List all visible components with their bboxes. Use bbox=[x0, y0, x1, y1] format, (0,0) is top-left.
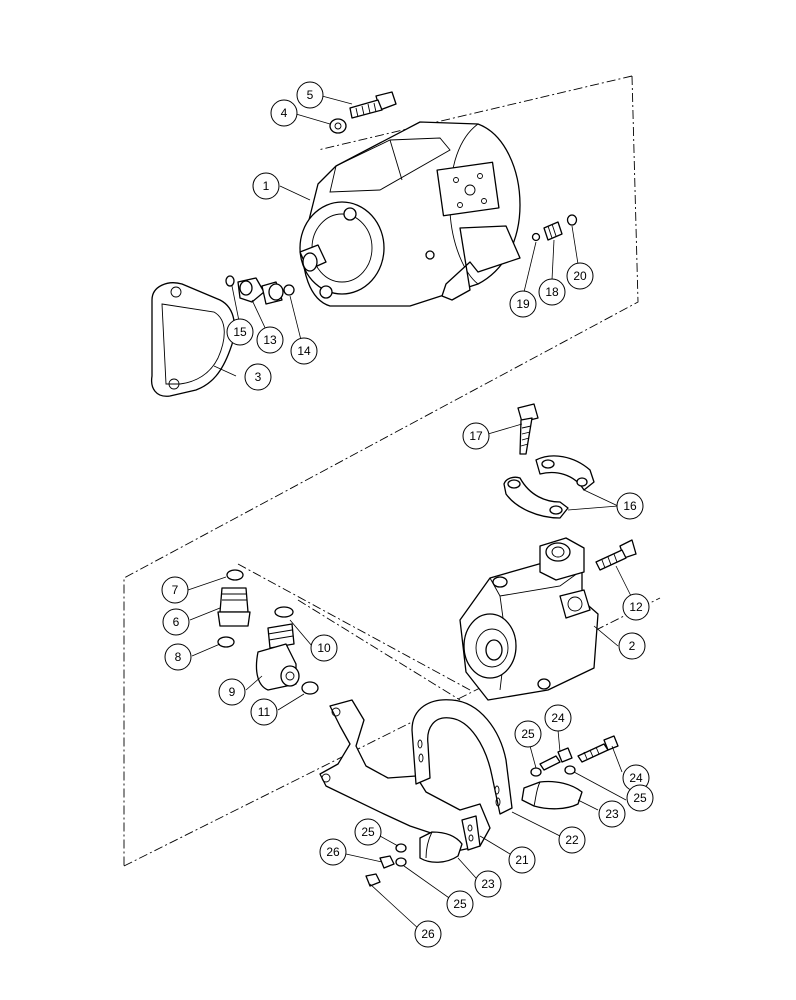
callout-3: 3 bbox=[244, 363, 272, 391]
callout-23-lower: 23 bbox=[474, 870, 502, 898]
callout-number: 25 bbox=[453, 897, 467, 911]
callout-1: 1 bbox=[252, 172, 280, 200]
callout-24-right: 24 bbox=[622, 764, 650, 792]
strap-upper bbox=[521, 780, 583, 810]
clamp-bolt bbox=[517, 403, 539, 455]
callout-25-lower-bottom: 25 bbox=[446, 890, 474, 918]
callout-number: 23 bbox=[481, 877, 495, 891]
callout-number: 4 bbox=[281, 106, 288, 120]
callout-number: 17 bbox=[469, 429, 483, 443]
callout-number: 14 bbox=[297, 344, 311, 358]
callout-number: 19 bbox=[516, 297, 530, 311]
callout-25-lower-top: 25 bbox=[354, 818, 382, 846]
callout-8: 8 bbox=[164, 643, 192, 671]
callout-number: 15 bbox=[233, 325, 247, 339]
callout-number: 25 bbox=[633, 791, 647, 805]
callout-2: 2 bbox=[618, 632, 646, 660]
callout-number: 22 bbox=[565, 833, 579, 847]
callout-10: 10 bbox=[310, 634, 338, 662]
callout-13: 13 bbox=[256, 326, 284, 354]
callout-23-upper: 23 bbox=[598, 800, 626, 828]
mounting-bracket bbox=[319, 699, 491, 853]
callout-18: 18 bbox=[538, 278, 566, 306]
callout-4: 4 bbox=[270, 99, 298, 127]
u-bracket bbox=[411, 699, 513, 815]
callout-number: 3 bbox=[255, 370, 262, 384]
leader-lines bbox=[187, 95, 633, 931]
callout-number: 26 bbox=[326, 845, 340, 859]
elbow-fitting-lower bbox=[255, 606, 319, 695]
callout-17: 17 bbox=[462, 422, 490, 450]
callout-26-lower: 26 bbox=[414, 920, 442, 948]
callout-number: 7 bbox=[172, 583, 179, 597]
callout-20: 20 bbox=[566, 262, 594, 290]
callout-number: 24 bbox=[551, 711, 565, 725]
strap-lower bbox=[419, 831, 463, 863]
callout-number: 23 bbox=[605, 807, 619, 821]
motor-body bbox=[299, 121, 521, 307]
callout-number: 26 bbox=[421, 927, 435, 941]
callout-number: 6 bbox=[173, 615, 180, 629]
callout-25-right: 25 bbox=[626, 784, 654, 812]
callout-5: 5 bbox=[296, 81, 324, 109]
pump-bolt bbox=[595, 539, 637, 571]
elbow-fitting-upper bbox=[225, 275, 295, 305]
callout-number: 16 bbox=[623, 499, 637, 513]
callout-number: 12 bbox=[629, 600, 643, 614]
gasket bbox=[150, 282, 236, 397]
callout-25-top: 25 bbox=[514, 720, 542, 748]
split-clamp bbox=[503, 455, 595, 519]
callout-26-upper: 26 bbox=[319, 838, 347, 866]
callout-number: 24 bbox=[629, 771, 643, 785]
callout-number: 2 bbox=[629, 639, 636, 653]
hardware-upper-right bbox=[530, 735, 619, 777]
callout-15: 15 bbox=[226, 318, 254, 346]
callout-12: 12 bbox=[622, 593, 650, 621]
callout-19: 19 bbox=[509, 290, 537, 318]
straight-fitting-lower bbox=[217, 569, 251, 648]
callout-number: 20 bbox=[573, 269, 587, 283]
callout-16: 16 bbox=[616, 492, 644, 520]
callouts: 1 2 3 4 5 6 7 8 9 10 11 12 13 14 15 16 1… bbox=[161, 81, 654, 948]
hardware-lower bbox=[365, 843, 407, 887]
callout-number: 21 bbox=[515, 853, 529, 867]
callout-11: 11 bbox=[250, 698, 278, 726]
callout-22: 22 bbox=[558, 826, 586, 854]
hydraulic-pump bbox=[459, 537, 599, 701]
callout-7: 7 bbox=[161, 576, 189, 604]
callout-number: 5 bbox=[307, 88, 314, 102]
callout-6: 6 bbox=[162, 608, 190, 636]
straight-fitting-upper bbox=[531, 214, 578, 242]
bolt-and-washer bbox=[329, 91, 397, 134]
callout-9: 9 bbox=[218, 678, 246, 706]
callout-24-upper: 24 bbox=[544, 704, 572, 732]
callout-14: 14 bbox=[290, 337, 318, 365]
callout-number: 18 bbox=[545, 285, 559, 299]
callout-number: 25 bbox=[361, 825, 375, 839]
callout-number: 25 bbox=[521, 727, 535, 741]
callout-number: 10 bbox=[317, 641, 331, 655]
callout-number: 13 bbox=[263, 333, 277, 347]
callout-number: 8 bbox=[175, 650, 182, 664]
callout-number: 11 bbox=[258, 705, 271, 719]
callout-number: 1 bbox=[263, 179, 270, 193]
callout-21: 21 bbox=[508, 846, 536, 874]
callout-number: 9 bbox=[229, 685, 236, 699]
